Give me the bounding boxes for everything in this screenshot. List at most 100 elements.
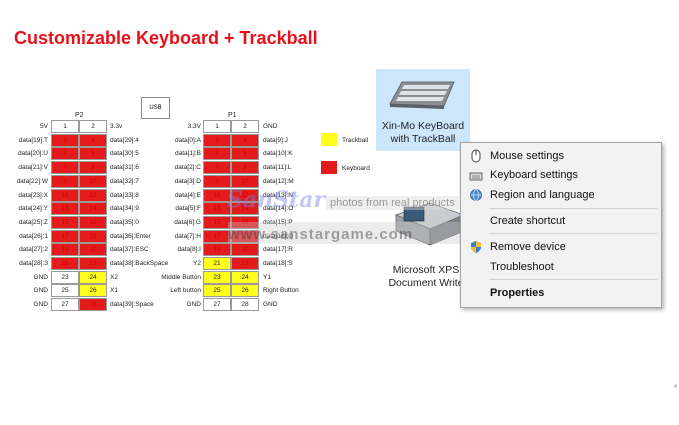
p1-pin-cell: 6 <box>231 147 259 161</box>
p1-right-label: GND <box>263 301 278 309</box>
p2-pin-cell: 20 <box>79 243 107 257</box>
p2-right-label: data[34]:9 <box>110 205 139 213</box>
p2-pin-cell: 14 <box>79 202 107 216</box>
p2-pin-cell: 10 <box>79 174 107 188</box>
p2-pin-cell: 1 <box>51 120 79 133</box>
p2-pin-cell: 27 <box>51 298 79 312</box>
xps-device-name: Microsoft XPS Document Write <box>376 264 476 290</box>
p2-pin-cell: 13 <box>51 202 79 216</box>
menu-item-region-language[interactable]: Region and language <box>490 189 595 201</box>
p1-pin-cell: 14 <box>231 202 259 216</box>
menu-item-troubleshoot[interactable]: Troubleshoot <box>490 261 554 273</box>
menu-item-mouse-settings[interactable]: Mouse settings <box>490 150 564 162</box>
p1-right-label: data[9]:J <box>263 136 288 144</box>
p1-pin-cell: 24 <box>231 270 259 284</box>
p1-left-label: Left button <box>170 287 201 295</box>
legend-trackball-label: Trackball <box>342 137 369 144</box>
p1-right-label: data[12]:M <box>263 177 294 185</box>
p1-left-label: 3.3V <box>187 123 201 130</box>
xps-name-line1: Microsoft XPS <box>392 264 460 276</box>
p2-pin-cell: 16 <box>79 215 107 229</box>
menu-item-properties[interactable]: Properties <box>490 287 545 299</box>
p2-pin-cell: 21 <box>51 257 79 270</box>
p2-right-label: data[31]:6 <box>110 164 139 172</box>
p1-pin-cell: 9 <box>203 174 231 188</box>
p1-left-label: data[7]:H <box>174 232 201 240</box>
p1-left-label: Middle Button <box>161 273 201 281</box>
p2-left-label: data[28]:3 <box>19 260 48 267</box>
p1-pin-cell: 23 <box>203 270 231 284</box>
p2-right-label: data[30]:5 <box>110 150 139 158</box>
p2-left-label: GND <box>33 301 48 309</box>
p1-pin-cell: 16 <box>231 215 259 229</box>
p1-right-label: Y1 <box>263 273 271 281</box>
p2-left-label: data[27]:2 <box>19 246 48 254</box>
p2-header: P2 <box>75 112 84 119</box>
menu-item-create-shortcut[interactable]: Create shortcut <box>490 215 566 227</box>
p2-right-label: data[35]:0 <box>110 218 139 226</box>
p2-pin-cell: 2 <box>79 120 107 133</box>
usb-connector-label: USB <box>141 97 170 119</box>
p2-pin-cell: 19 <box>51 243 79 257</box>
keyboard-icon <box>469 172 483 181</box>
p1-left-label: data[5]:F <box>175 205 201 213</box>
p1-left-label: data[0]:A <box>174 136 201 144</box>
p1-right-label: data[11]:L <box>263 164 292 172</box>
p2-pin-cell: 25 <box>51 284 79 298</box>
p2-left-label: data[24]:Y <box>18 205 48 213</box>
xps-name-line2: Document Write <box>388 277 464 289</box>
p2-right-label: 3.3v <box>110 123 123 130</box>
p1-left-label: data[8]:I <box>177 246 202 254</box>
p2-pin-cell: 28 <box>79 298 107 312</box>
p2-pin-cell: 4 <box>79 133 107 147</box>
p1-right-label: data[16]:Q <box>263 232 294 240</box>
p1-pin-cell: 20 <box>231 243 259 257</box>
p1-pin-cell: 17 <box>203 229 231 243</box>
p1-pin-cell: 18 <box>231 229 259 243</box>
p2-left-label: data[20]:U <box>18 150 48 158</box>
p1-pin-cell: 25 <box>203 284 231 298</box>
p1-pin-cell: 27 <box>203 298 231 312</box>
p1-left-label: data[6]:G <box>174 218 201 226</box>
p1-pin-cell: 22 <box>231 257 259 270</box>
p2-right-label: X1 <box>110 287 118 295</box>
p2-left-label: data[19]:T <box>18 136 48 144</box>
menu-item-keyboard-settings[interactable]: Keyboard settings <box>490 169 579 181</box>
p1-right-label: GND <box>263 123 278 130</box>
p1-left-label: GND <box>186 301 201 309</box>
p2-right-label: data[38]:BackSpace <box>110 260 169 267</box>
menu-item-remove-device[interactable]: Remove device <box>490 241 566 253</box>
shield-icon <box>471 241 481 253</box>
page-title: Customizable Keyboard + Trackball <box>14 28 318 48</box>
p2-left-label: 5V <box>40 123 48 130</box>
p1-right-label: data[17]:R <box>263 246 293 254</box>
device-name: Xin-Mo KeyBoard with TrackBall <box>376 120 470 146</box>
p2-pin-cell: 15 <box>51 215 79 229</box>
p1-right-label: data[14]:O <box>263 205 294 213</box>
p1-pin-cell: 26 <box>231 284 259 298</box>
p2-left-label: data[25]:Z <box>18 218 48 226</box>
p1-left-label: Y2 <box>193 260 201 267</box>
p2-pin-cell: 12 <box>79 188 107 202</box>
keyboard-device-icon <box>389 81 455 109</box>
p1-left-label: data[3]:D <box>174 177 201 185</box>
p1-left-label: data[4]:E <box>174 191 201 199</box>
p1-header: P1 <box>228 112 237 119</box>
menu-separator <box>489 233 657 234</box>
p1-left-label: data[1]:B <box>174 150 201 158</box>
p2-pin-cell: 8 <box>79 161 107 175</box>
p2-pin-cell: 26 <box>79 284 107 298</box>
p1-pin-cell: 19 <box>203 243 231 257</box>
p1-pin-cell: 5 <box>203 147 231 161</box>
p2-pin-cell: 11 <box>51 188 79 202</box>
p1-pin-cell: 15 <box>203 215 231 229</box>
watermark-tagline: photos from real products <box>326 196 459 210</box>
p2-right-label: data[36]:Enter <box>110 232 151 240</box>
menu-separator <box>489 279 657 280</box>
p2-right-label: data[37]:ESC <box>110 246 149 254</box>
p1-pin-cell: 8 <box>231 161 259 175</box>
p2-pin-cell: 23 <box>51 270 79 284</box>
p1-right-label: Right Button <box>263 287 299 295</box>
watermark-site: www.sanstargame.com <box>228 226 414 243</box>
menu-separator <box>489 208 657 209</box>
